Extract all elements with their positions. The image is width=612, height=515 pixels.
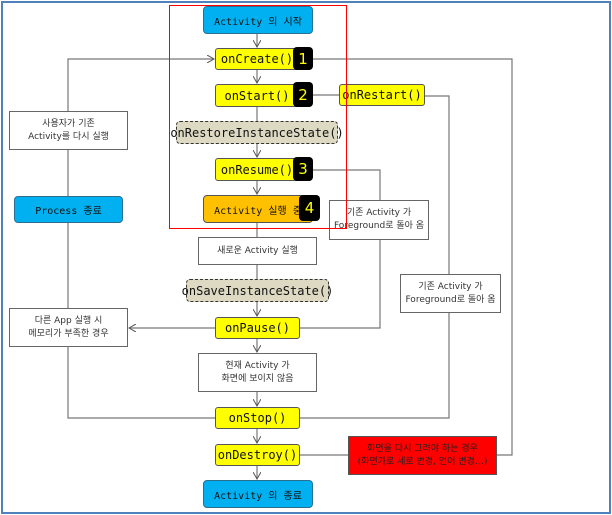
foreground-return-note-2: 기존 Activity 가 Foreground로 돌아 옴 — [400, 274, 501, 313]
low-memory-note: 다른 App 실행 시 메모리가 부족한 경우 — [9, 308, 128, 347]
note-line: 기존 Activity 가 — [346, 208, 412, 218]
not-visible-note: 현재 Activity 가 화면에 보이지 않음 — [198, 353, 317, 392]
step-badge-4: 4 — [299, 195, 320, 221]
onresume-node: onResume() — [215, 158, 299, 181]
line-onrestart-foreground2 — [425, 95, 450, 274]
activity-end-node: Activity 의 종료 — [203, 480, 313, 508]
note-line: Foreground로 돌아 옴 — [333, 221, 425, 231]
line-foreground2-onstop — [300, 313, 450, 419]
foreground-return-note-1: 기존 Activity 가 Foreground로 돌아 옴 — [329, 200, 429, 240]
new-activity-note: 새로운 Activity 실행 — [198, 237, 317, 265]
note-line: Activity를 다시 실행 — [28, 131, 109, 142]
note-line: 화면을 다시 그려야 하는 경우 — [367, 443, 478, 454]
user-relaunch-note: 사용자가 기존 Activity를 다시 실행 — [9, 111, 128, 150]
note-line: Foreground로 돌아 옴 — [405, 294, 496, 305]
step-badge-2: 2 — [293, 82, 313, 107]
line-foreground1-onpause — [300, 240, 381, 329]
line-onresume-foreground1 — [313, 169, 381, 200]
step-badge-1: 1 — [293, 47, 313, 70]
activity-start-node: Activity 의 시작 — [203, 6, 313, 34]
note-line: 메모리가 부족한 경우 — [28, 328, 109, 339]
onpause-node: onPause() — [215, 317, 300, 339]
note-line: 사용자가 기존 — [42, 118, 95, 129]
onsaveinstancestate-node: onSaveInstanceState() — [182, 279, 333, 302]
activity-running-node: Activity 실행 중 — [203, 195, 313, 223]
onstart-node: onStart() — [215, 84, 299, 107]
onstop-node: onStop() — [215, 407, 300, 429]
note-line: 현재 Activity 가 — [225, 360, 290, 371]
onrestart-node: onRestart() — [339, 84, 425, 106]
arrow-relaunch-oncreate — [67, 59, 214, 111]
note-line: 화면에 보이지 않음 — [221, 373, 294, 384]
note-line: 기존 Activity 가 — [418, 281, 483, 292]
process-kill-node: Process 종료 — [14, 196, 123, 223]
line-lowmemory-onstop — [67, 347, 215, 419]
onrestoreinstancestate-node: onRestoreInstanceState() — [170, 121, 344, 144]
line-redraw-loop — [313, 58, 513, 456]
note-line: 다른 App 실행 시 — [34, 315, 103, 326]
step-badge-3: 3 — [293, 157, 313, 181]
ondestroy-node: onDestroy() — [215, 444, 300, 466]
redraw-note: 화면을 다시 그려야 하는 경우 (화면가로 세로 변경, 언어 변경…) — [348, 436, 497, 475]
note-line: (화면가로 세로 변경, 언어 변경…) — [357, 456, 488, 467]
oncreate-node: onCreate() — [215, 48, 299, 70]
